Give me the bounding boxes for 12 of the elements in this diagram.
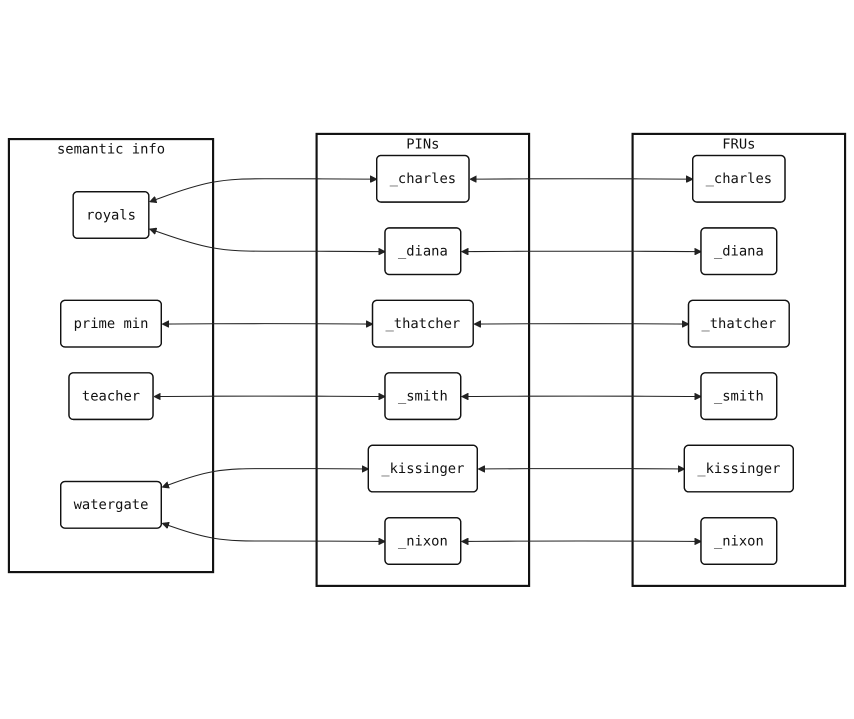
arrow xyxy=(162,464,370,488)
arrow xyxy=(153,392,386,400)
arrow xyxy=(469,174,694,183)
arrow xyxy=(162,522,386,545)
arrow xyxy=(461,392,702,400)
arrow xyxy=(162,320,374,328)
arrow xyxy=(149,227,386,255)
arrow xyxy=(461,537,702,545)
arrow xyxy=(474,320,690,328)
arrow xyxy=(461,247,702,255)
arrow xyxy=(478,464,686,472)
arrow xyxy=(149,174,378,203)
